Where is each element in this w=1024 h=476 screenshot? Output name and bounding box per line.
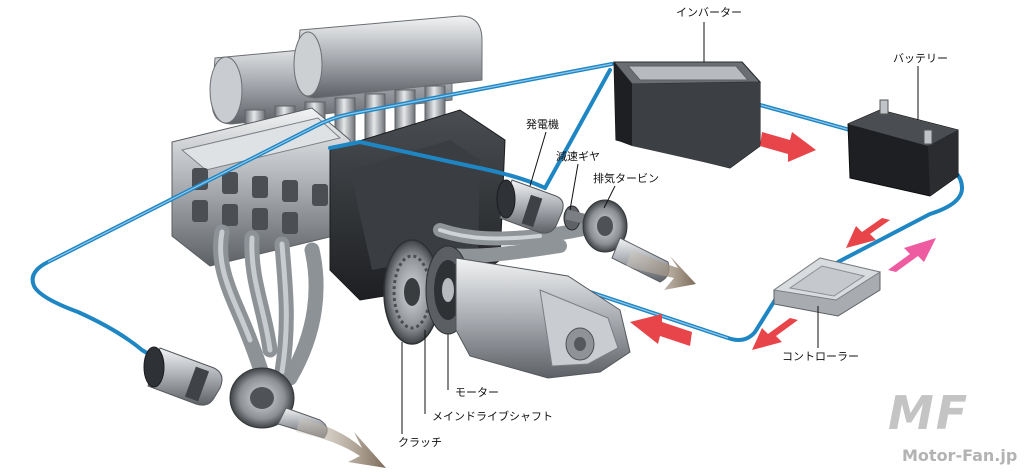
front-generator [143, 346, 223, 406]
controller-label: コントローラー [782, 350, 859, 363]
motor-label: モーター [455, 386, 499, 399]
generator-label: 発電機 [526, 118, 559, 131]
red-arrow-inverter-battery [760, 132, 816, 162]
motorfan-logo: MF [888, 386, 970, 440]
exhaust-flow-arrow-rear [626, 250, 696, 290]
pink-arrow-controller-battery [888, 238, 936, 272]
callout-leader-lines [401, 22, 919, 434]
exhaust-flow-arrow-front [296, 418, 386, 468]
controller [772, 257, 882, 317]
main-drive-shaft-label: メインドライブシャフト [432, 410, 553, 423]
inverter-label: インバーター [676, 6, 742, 19]
clutch-label: クラッチ [398, 436, 442, 449]
power-flow-arrows [630, 132, 936, 350]
reduction-gear-label: 減速ギヤ [556, 150, 600, 163]
motorfan-site-text: Motor-Fan.jp [902, 446, 1018, 465]
generator [496, 179, 564, 234]
battery [847, 99, 959, 197]
red-arrow-controller-motor [752, 318, 798, 350]
engine-block [171, 15, 607, 393]
intake-plenum [209, 15, 483, 125]
red-arrow-battery-controller [846, 218, 890, 248]
battery-label: バッテリー [893, 52, 948, 65]
cylinder-head [171, 107, 351, 267]
exhaust-turbine-label: 排気タービン [593, 172, 659, 185]
inverter [612, 61, 762, 169]
red-arrow-to-motor [630, 314, 692, 346]
transmission [455, 257, 631, 379]
